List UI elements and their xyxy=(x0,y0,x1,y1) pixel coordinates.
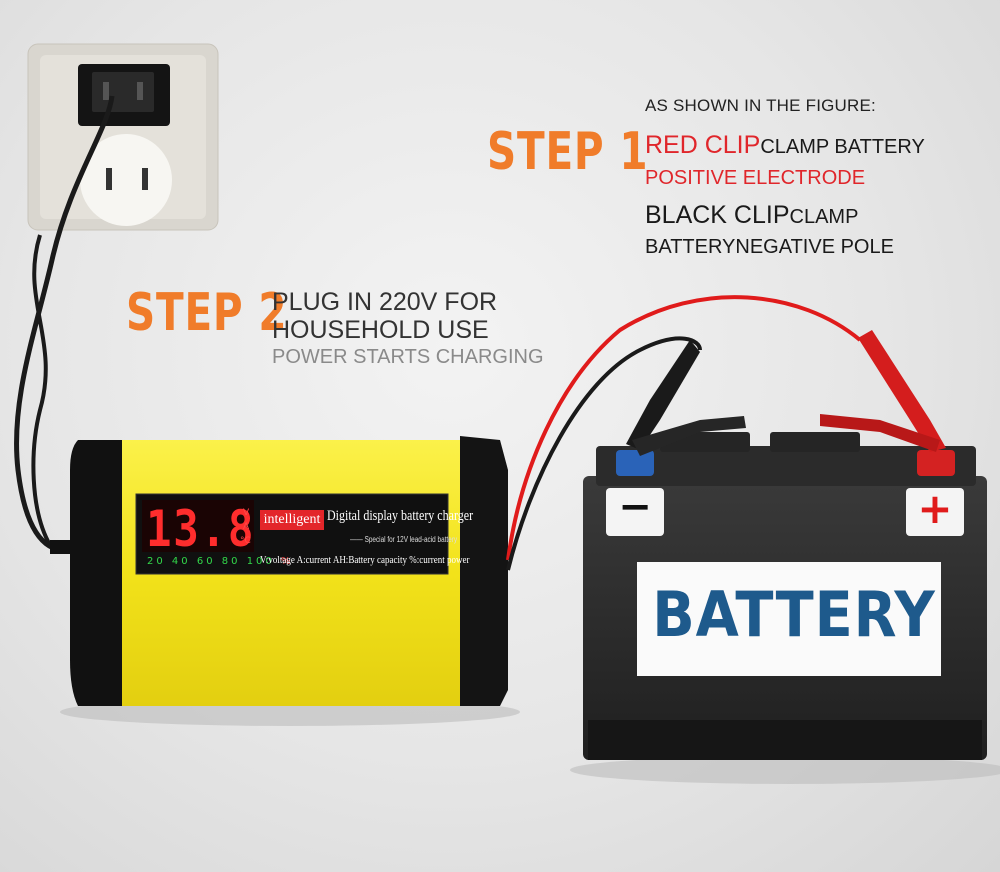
scale-80: 80 xyxy=(221,556,241,567)
black-clip-text: BLACK CLIP xyxy=(645,201,790,229)
negative-sign-icon: − xyxy=(618,484,652,530)
charger-title: Digital display battery charger xyxy=(327,508,474,524)
scale-100: 100 xyxy=(246,556,275,567)
lcd-reading: 13.8 xyxy=(146,500,256,558)
figure-caption: AS SHOWN IN THE FIGURE: xyxy=(645,96,876,115)
step-2-line-3: POWER STARTS CHARGING xyxy=(272,346,544,368)
scale-20: 20 xyxy=(147,556,166,567)
lcd-unit-v: V xyxy=(243,508,250,518)
lcd-unit-a: A xyxy=(243,522,250,532)
red-clip-text: RED CLIP xyxy=(645,131,761,159)
lcd-unit-c: °C xyxy=(240,536,251,546)
battery-word-text: BATTERY xyxy=(645,236,736,258)
black-clip-rest-text: CLAMP xyxy=(789,206,859,228)
charger-subtitle: —— Special for 12V lead-acid battery xyxy=(350,535,458,544)
negative-pole-line: BATTERYNEGATIVE POLE xyxy=(645,236,894,259)
battery-label-panel xyxy=(637,562,941,676)
battery-charger xyxy=(50,436,508,706)
negative-pole-text: NEGATIVE POLE xyxy=(735,236,894,258)
intelligent-badge: intelligent xyxy=(260,510,324,530)
charger-legend: V:voltage A:current AH:Battery capacity … xyxy=(260,555,470,566)
step-2-line-1: PLUG IN 220V FOR xyxy=(272,288,498,316)
step-2-line-2: HOUSEHOLD USE xyxy=(272,316,489,344)
scale-60: 60 xyxy=(196,556,216,567)
wall-outlet xyxy=(27,43,219,231)
step-2-label: STEP 2 xyxy=(126,283,288,343)
scale-percent: % xyxy=(280,556,294,567)
black-clip xyxy=(626,340,746,456)
positive-electrode-text: POSITIVE ELECTRODE xyxy=(645,167,866,189)
positive-sign-icon: + xyxy=(917,484,953,533)
red-clip-rest-text: CLAMP BATTERY xyxy=(760,136,925,158)
step-1-red-line: RED CLIPCLAMP BATTERY xyxy=(645,131,925,160)
battery-label-text: BATTERY xyxy=(652,578,936,651)
step-1-label: STEP 1 xyxy=(487,122,649,182)
step-1-black-line: BLACK CLIPCLAMP xyxy=(645,201,858,230)
red-clip xyxy=(820,330,946,452)
lcd-percent-scale: 20 40 60 80 100 % xyxy=(147,556,293,567)
scale-40: 40 xyxy=(171,556,191,567)
